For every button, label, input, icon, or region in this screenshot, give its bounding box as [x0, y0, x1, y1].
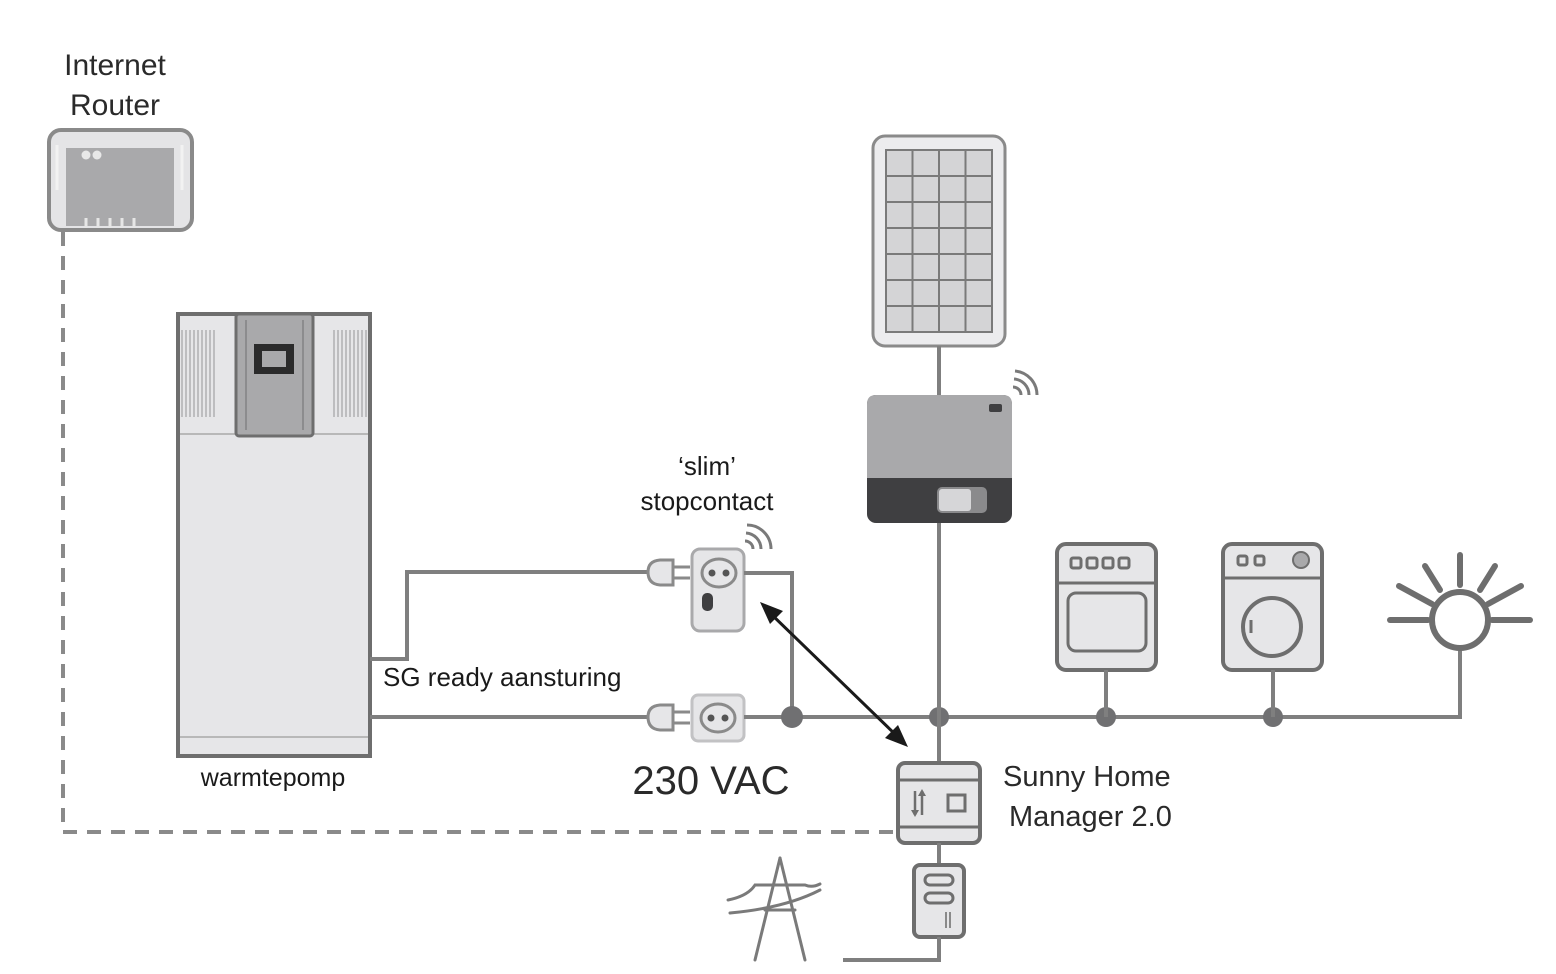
wireless-icon-inverter — [1012, 369, 1039, 396]
heat-pump-icon — [176, 312, 372, 758]
light-icon — [1387, 552, 1533, 651]
wireless-icon-smart-plug — [744, 523, 773, 550]
washing-machine-icon — [1221, 542, 1324, 672]
oven-icon — [1055, 542, 1158, 672]
socket-icon — [690, 693, 746, 743]
grid-wire — [843, 937, 941, 962]
router-icon — [47, 128, 194, 232]
voltage-label: 230 VAC — [632, 759, 789, 803]
smart-plug-icon — [690, 547, 746, 633]
ac-bus-wire — [744, 648, 1462, 719]
home-manager-label-line1: Sunny Home — [1003, 761, 1171, 793]
heat-pump-label: warmtepomp — [200, 764, 346, 792]
junction-dot — [781, 706, 803, 728]
sg-ready-label: SG ready aansturing — [383, 662, 621, 692]
inverter-icon — [867, 395, 1012, 523]
network-dashed-line — [61, 232, 898, 834]
solar-panel-icon — [871, 134, 1007, 348]
control-double-arrow — [760, 602, 908, 747]
pylon-icon — [726, 856, 822, 962]
plug-connector-bottom — [646, 703, 690, 732]
home-manager-icon — [896, 761, 982, 845]
router-label-line2: Router — [70, 89, 160, 122]
smart-plug-output-wire — [744, 571, 794, 717]
router-label-line1: Internet — [64, 49, 166, 82]
smart-plug-label-line2: stopcontact — [641, 486, 775, 516]
home-manager-label-line2: Manager 2.0 — [1009, 801, 1172, 833]
meter-icon — [912, 863, 966, 939]
plug-connector-top — [646, 558, 690, 587]
smart-plug-label-line1: ‘slim’ — [678, 451, 736, 481]
sg-ready-wire — [370, 570, 650, 661]
